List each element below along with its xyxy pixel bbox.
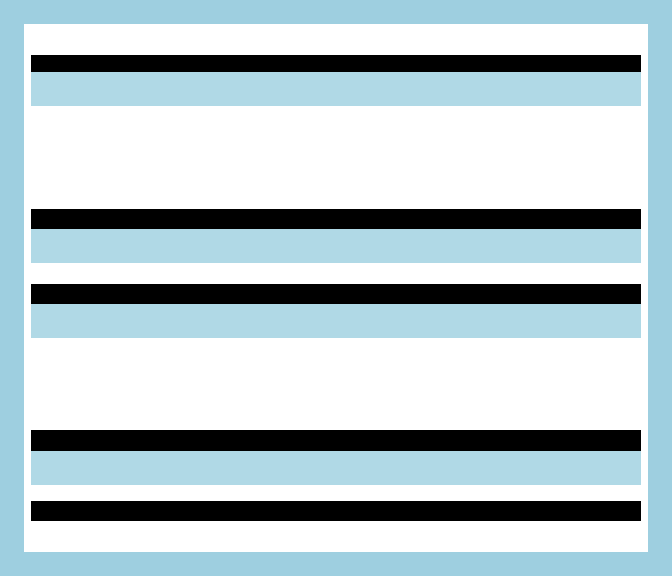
section-2-header-bar [31, 209, 641, 229]
section-4-content-bar [31, 451, 641, 485]
section-1-content-bar [31, 72, 641, 106]
section-5-header-bar [31, 501, 641, 521]
main-panel [24, 24, 648, 552]
section-3-content-bar [31, 304, 641, 338]
section-3-header-bar [31, 284, 641, 304]
section-1-header-bar [31, 55, 641, 72]
section-2-content-bar [31, 229, 641, 263]
section-4-header-bar [31, 430, 641, 451]
